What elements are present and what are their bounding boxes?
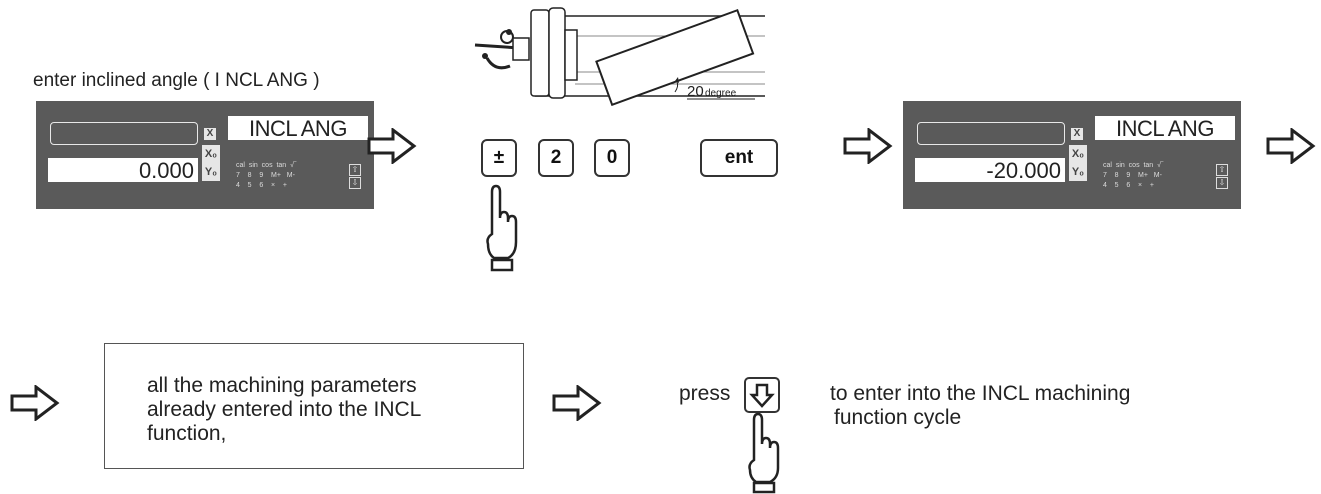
- calc-row: cal sin cos tan √‾: [236, 162, 297, 169]
- press-instruction-line: function cycle: [834, 406, 962, 429]
- x-readout-box: [917, 122, 1065, 145]
- down-arrow-icon: ⇩: [1216, 177, 1228, 189]
- up-down-keys: ⇧⇩: [1216, 164, 1228, 189]
- pointing-hand-icon: [486, 184, 518, 272]
- calc-row: cal sin cos tan √‾: [1103, 162, 1164, 169]
- x-readout-box: [50, 122, 198, 145]
- x-axis-key: X: [1071, 128, 1083, 140]
- plus-minus-key[interactable]: ±: [481, 139, 517, 177]
- digit-0-key[interactable]: 0: [594, 139, 630, 177]
- hollow-right-arrow-icon: [1266, 128, 1316, 164]
- digit-2-key[interactable]: 2: [538, 139, 574, 177]
- inclined-workpiece-diagram-icon: 20 degree: [474, 7, 765, 106]
- up-arrow-icon: ⇧: [1216, 164, 1228, 176]
- press-label: press: [679, 382, 731, 405]
- step-caption: enter inclined angle ( I NCL ANG ): [33, 70, 320, 91]
- y-readout-value: -20.000: [915, 158, 1065, 183]
- y-zero-key: Y₀: [202, 163, 220, 181]
- y-zero-key: Y₀: [1069, 163, 1087, 181]
- down-arrow-key-icon: [749, 383, 775, 408]
- x-zero-key: X₀: [202, 145, 220, 163]
- dro-display-panel: X -20.000 Y X₀ Y₀ INCL ANG cal sin cos t…: [903, 101, 1241, 209]
- y-readout-value: 0.000: [48, 158, 198, 183]
- display-message: INCL ANG: [228, 116, 368, 141]
- enter-key[interactable]: ent: [700, 139, 778, 177]
- down-arrow-icon: ⇩: [349, 177, 361, 189]
- x-axis-key: X: [204, 128, 216, 140]
- x-zero-key: X₀: [1069, 145, 1087, 163]
- calc-row: 4 5 6 × +: [1103, 182, 1154, 189]
- up-down-keys: ⇧⇩: [349, 164, 361, 189]
- calculator-keys: cal sin cos tan √‾ 7 8 9 M+ M- 4 5 6 × +: [1103, 161, 1163, 191]
- press-instruction-line: to enter into the INCL machining: [830, 382, 1131, 405]
- info-box-text: all the machining parameters already ent…: [147, 374, 421, 445]
- press-instruction: to enter into the INCL machining functio…: [830, 382, 1130, 430]
- display-message: INCL ANG: [1095, 116, 1235, 141]
- down-arrow-key[interactable]: [744, 377, 780, 413]
- up-arrow-icon: ⇧: [349, 164, 361, 176]
- info-box: all the machining parameters already ent…: [104, 343, 524, 469]
- angle-label: 20: [687, 83, 704, 100]
- calc-row: 7 8 9 M+ M-: [236, 172, 295, 179]
- hollow-right-arrow-icon: [10, 385, 60, 421]
- hollow-right-arrow-icon: [552, 385, 602, 421]
- dro-display-panel: X 0.000 Y X₀ Y₀ INCL ANG cal sin cos tan…: [36, 101, 374, 209]
- calc-row: 4 5 6 × +: [236, 182, 287, 189]
- calculator-keys: cal sin cos tan √‾ 7 8 9 M+ M- 4 5 6 × +: [236, 161, 296, 191]
- hollow-right-arrow-icon: [367, 128, 417, 164]
- pointing-hand-icon: [748, 412, 780, 494]
- hollow-right-arrow-icon: [843, 128, 893, 164]
- calc-row: 7 8 9 M+ M-: [1103, 172, 1162, 179]
- angle-unit: degree: [705, 88, 737, 99]
